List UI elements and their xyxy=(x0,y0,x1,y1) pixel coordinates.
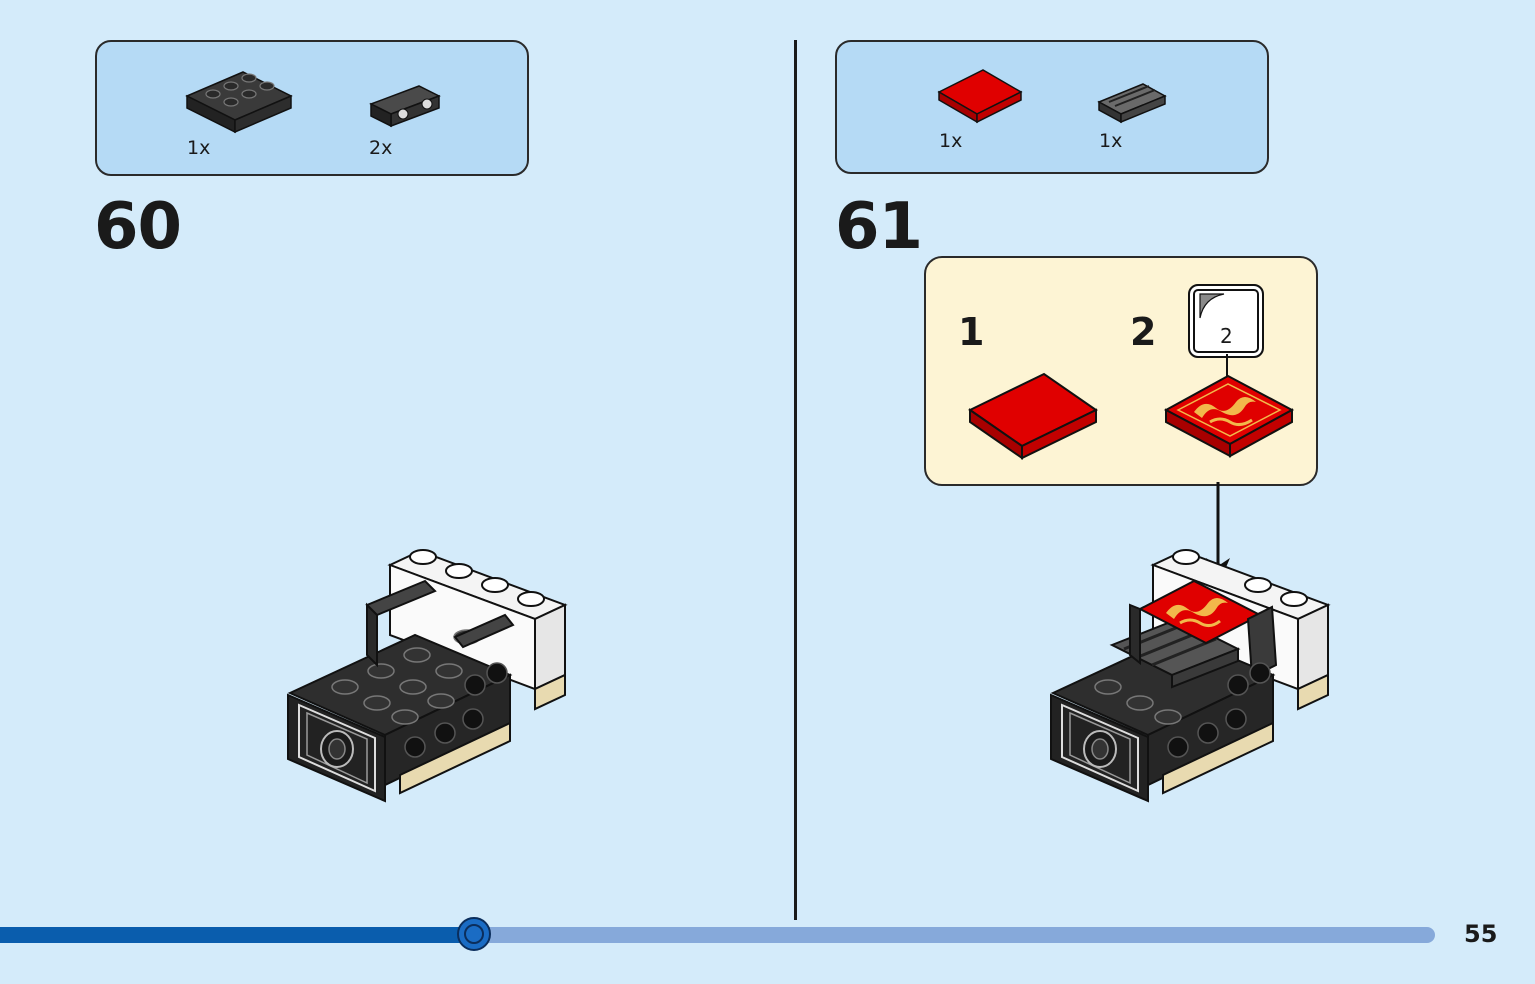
grille-tile-part-icon xyxy=(1097,83,1167,124)
black-plate-part-icon xyxy=(185,71,293,134)
sub-step-number: 1 xyxy=(958,310,985,354)
part-quantity: 1x xyxy=(1099,130,1123,152)
dragon-tile-icon xyxy=(1163,374,1295,458)
progress-knob[interactable] xyxy=(457,917,491,951)
model-assembly-step-61 xyxy=(1050,549,1331,803)
red-tile-part-icon xyxy=(937,69,1023,124)
sticker-number: 2 xyxy=(1220,324,1233,348)
progress-fill xyxy=(0,927,474,943)
model-assembly-step-60 xyxy=(287,549,568,803)
step-number-61: 61 xyxy=(835,190,923,264)
parts-list-step-61: 1x 1x xyxy=(835,40,1269,174)
page-divider xyxy=(794,40,797,920)
bracket-part-icon xyxy=(369,85,441,128)
part-quantity: 1x xyxy=(187,137,211,159)
sub-step-number: 2 xyxy=(1130,310,1157,354)
page-number: 55 xyxy=(1464,920,1498,948)
red-tile-icon xyxy=(968,372,1098,460)
sticker-peel-icon xyxy=(1199,293,1225,319)
sub-step-callout: 1 2 2 xyxy=(924,256,1318,486)
part-quantity: 2x xyxy=(369,137,393,159)
step-number-60: 60 xyxy=(94,190,182,264)
sticker-badge: 2 xyxy=(1188,284,1264,358)
parts-list-step-60: 1x 2x xyxy=(95,40,529,176)
part-quantity: 1x xyxy=(939,130,963,152)
